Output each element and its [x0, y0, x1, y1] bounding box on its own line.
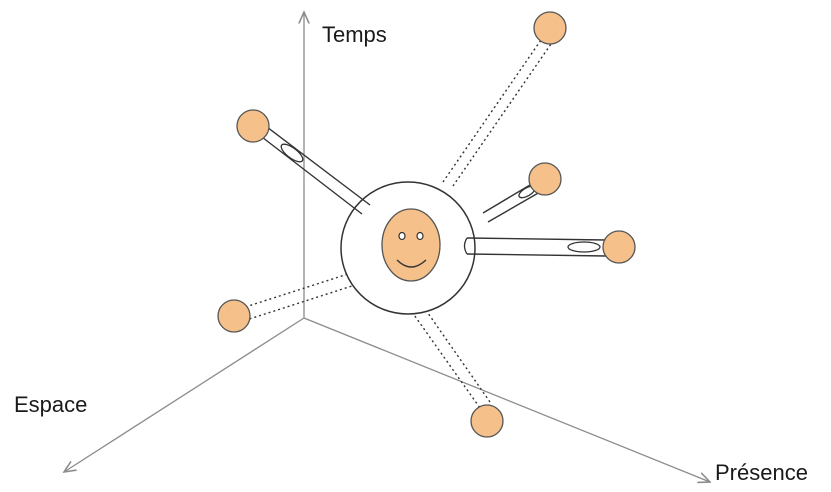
node-left: [218, 300, 250, 332]
espace-axis: [64, 318, 304, 472]
node-top-right: [534, 12, 566, 44]
dotted-link-bottom-b: [423, 306, 490, 402]
dotted-link-top-right-b: [453, 44, 551, 186]
dotted-link-bottom-a: [412, 312, 480, 408]
node-bottom: [471, 405, 503, 437]
left-eye: [399, 233, 405, 240]
node-right-upper: [529, 163, 561, 195]
presence-axis: [304, 318, 710, 482]
axis-label-temps: Temps: [322, 22, 387, 48]
smiley-face-icon: [382, 209, 440, 281]
axis-label-espace: Espace: [14, 392, 87, 418]
axis-label-presence: Présence: [715, 460, 808, 486]
tube-upper-left: [258, 124, 370, 214]
node-right: [603, 231, 635, 263]
node-upper-left: [237, 110, 269, 142]
dotted-link-top-right-a: [443, 40, 541, 182]
right-eye: [417, 233, 423, 240]
tube-right: [465, 238, 607, 256]
